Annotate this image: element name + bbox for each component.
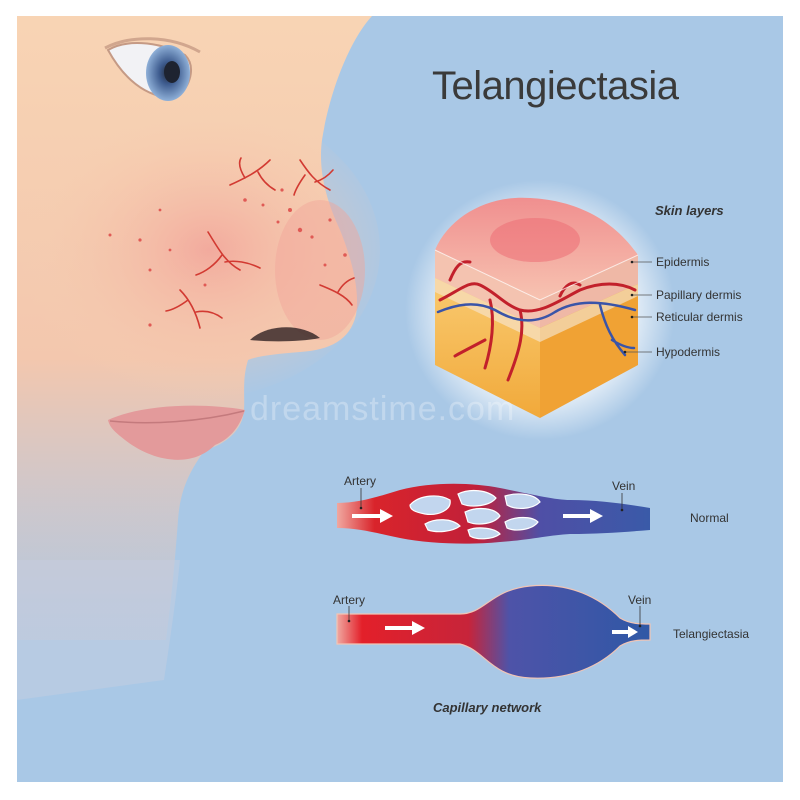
pupil [164, 61, 180, 83]
facial-red-dots [108, 188, 347, 327]
leader-dots [347, 260, 642, 628]
eyebrow-lash [104, 37, 201, 54]
tele-flow-arrow-right [612, 626, 638, 638]
skin-layers-cube [434, 197, 639, 418]
normal-vein-label: Vein [612, 479, 636, 493]
label-epidermis: Epidermis [656, 255, 710, 269]
neck-fade [17, 560, 180, 700]
skin-layer-leaders [625, 261, 652, 353]
label-reticular-dermis: Reticular dermis [656, 310, 743, 324]
lip-line [109, 410, 245, 424]
tele-caption: Telangiectasia [673, 627, 750, 641]
normal-flow-arrow-left [352, 509, 393, 523]
label-hypodermis: Hypodermis [656, 345, 721, 359]
normal-flow-arrow-right [563, 509, 603, 523]
cheek-flush [0, 100, 380, 400]
label-papillary-dermis: Papillary dermis [656, 288, 742, 302]
normal-vessel [337, 483, 650, 544]
tele-flow-arrow-left [385, 621, 425, 635]
page-title: Telangiectasia [432, 64, 679, 108]
nostril [250, 327, 320, 342]
lips [108, 405, 245, 460]
tele-artery-label: Artery [333, 593, 366, 607]
vessel-label-leaders [348, 488, 641, 626]
normal-artery-label: Artery [344, 474, 377, 488]
telangiectasia-vessel [336, 584, 651, 679]
nose-flush [275, 200, 365, 340]
watermark: dreamstime.com [250, 390, 516, 428]
facial-spider-veins [165, 157, 355, 329]
tele-vein-label: Vein [628, 593, 652, 607]
skin-layers-heading: Skin layers [655, 203, 724, 218]
capillary-network-heading: Capillary network [433, 700, 542, 715]
normal-caption: Normal [690, 511, 729, 525]
